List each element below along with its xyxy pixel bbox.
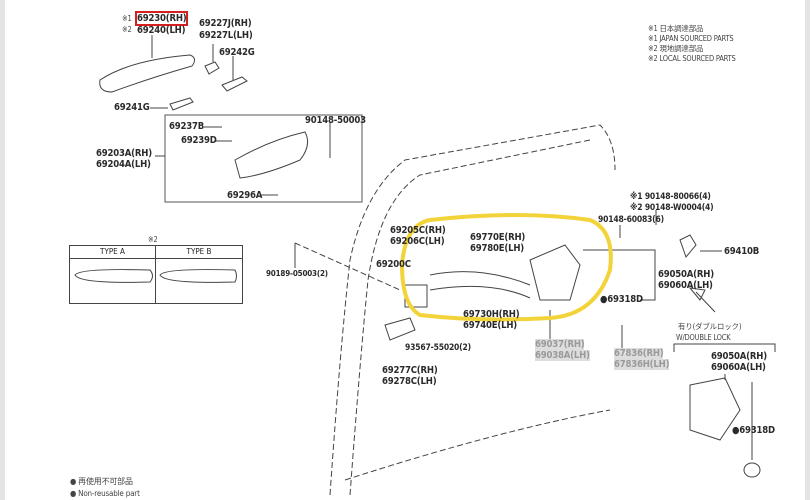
type-b-header: TYPE B [156,246,242,259]
mark-2: ※2 [122,25,132,34]
part-69318d[interactable]: ●69318D [600,294,643,305]
part-69200c[interactable]: 69200C [376,259,411,270]
yellow-highlight-circle [399,213,613,322]
part-69241g[interactable]: 69241G [114,102,150,113]
note-jp-1: ※1 日本調達部品 [648,24,704,33]
double-lock-jp: 有り(ダブルロック) [678,322,742,331]
type-a-header: TYPE A [70,246,156,259]
part-69204a[interactable]: 69204A(LH) [96,159,151,170]
part-67836[interactable]: 67836(RH) [614,348,664,359]
frame-box [164,114,363,203]
legend-jp: ● 再使用不可部品 [70,477,133,486]
part-69296a[interactable]: 69296A [227,190,263,201]
part-69242g[interactable]: 69242G [219,47,255,58]
part-69240-lh[interactable]: 69240(LH) [137,25,186,36]
right-edge [805,0,810,500]
part-90148-60083[interactable]: 90148-60083(6) [598,215,664,225]
part-69230-rh[interactable]: 69230(RH) [134,11,189,26]
note-jp-2: ※2 現地調達部品 [648,44,704,53]
part-69060a[interactable]: 69060A(LH) [658,280,713,291]
mark-1: ※1 [122,14,132,23]
part-69730h[interactable]: 69730H(RH) [463,309,520,320]
pad-drawing [221,76,248,92]
cap-drawing [204,61,220,75]
part-69227l[interactable]: 69227L(LH) [199,30,253,41]
part-90148-w0004[interactable]: ※2 90148-W0004(4) [630,203,714,213]
door-outline [329,124,616,496]
part-69205c[interactable]: 69205C(RH) [390,225,446,236]
latch-drawing [529,244,581,301]
outer-handle-drawing [99,54,196,93]
part-69278c[interactable]: 69278C(LH) [382,376,437,387]
part-69780e[interactable]: 69780E(LH) [470,243,524,254]
note-en-1: ※1 JAPAN SOURCED PARTS [648,34,734,43]
part-67836h[interactable]: 67836H(LH) [614,359,670,370]
type-divider [155,246,156,303]
note-en-2: ※2 LOCAL SOURCED PARTS [648,54,736,63]
part-69038a[interactable]: 69038A(LH) [535,350,590,361]
part-93567-55020[interactable]: 93567-55020(2) [405,343,471,353]
type-table: TYPE A TYPE B [69,245,243,304]
part-90189-05003[interactable]: 90189-05003(2) [266,269,328,278]
part-69770e[interactable]: 69770E(RH) [470,232,526,243]
part-69037[interactable]: 69037(RH) [535,339,585,350]
pad2-drawing [169,97,194,111]
part-90148-50003[interactable]: 90148-50003 [305,115,366,126]
left-edge [0,0,5,500]
double-lock-drawing [689,377,741,441]
frame-drawing [234,131,309,179]
part-69237b[interactable]: 69237B [169,121,205,132]
part-69050a-dl[interactable]: 69050A(RH) [711,351,767,362]
part-69060a-dl[interactable]: 69060A(LH) [711,362,766,373]
part-69239d[interactable]: 69239D [181,135,217,146]
part-90148-80066[interactable]: ※1 90148-80066(4) [630,192,711,202]
part-69277c[interactable]: 69277C(RH) [382,365,438,376]
type-mark: ※2 [148,235,158,244]
arrow-drawing [688,287,716,313]
part-69050a[interactable]: 69050A(RH) [658,269,714,280]
legend-en: ● Non-reusable part [70,489,140,498]
part-69203a[interactable]: 69203A(RH) [96,148,152,159]
part-69318d-dl[interactable]: ●69318D [732,425,775,436]
double-lock-en: W/DOUBLE LOCK [676,333,731,342]
part-69227j[interactable]: 69227J(RH) [199,18,252,29]
part-69206c[interactable]: 69206C(LH) [390,236,445,247]
part-69410b[interactable]: 69410B [724,246,760,257]
part-69740e[interactable]: 69740E(LH) [463,320,517,331]
double-lock-bracket [673,343,776,352]
